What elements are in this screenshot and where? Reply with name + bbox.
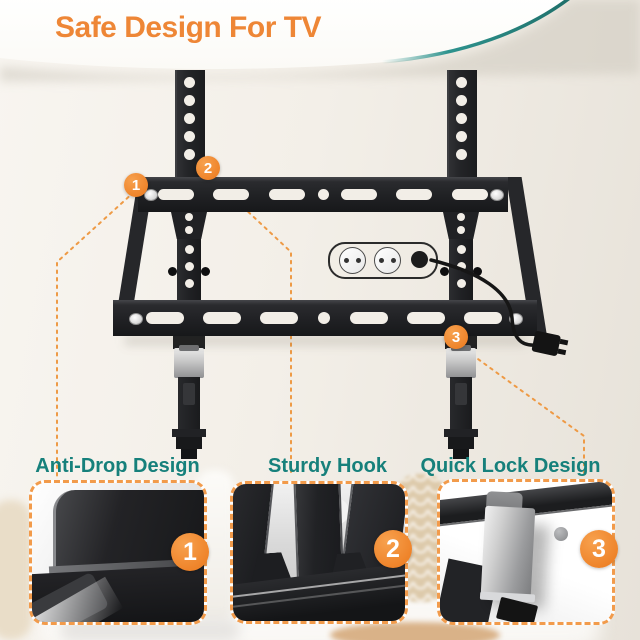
plug-prong: [559, 338, 569, 346]
power-outlet: [328, 242, 438, 279]
mounting-hole: [184, 261, 194, 271]
badge-number: 2: [203, 159, 213, 177]
rail-slot: [396, 188, 432, 200]
screw-dot: [553, 526, 568, 541]
feature-label-quick-lock: Quick Lock Design: [420, 455, 601, 477]
mounting-hole: [183, 94, 195, 106]
anti-drop-foot-left: [181, 449, 197, 459]
socket-round-icon: [411, 251, 428, 268]
mounting-hole: [184, 278, 194, 288]
corner-screw: [490, 189, 504, 201]
mounting-hole: [184, 244, 194, 254]
badge-number: 3: [592, 534, 606, 563]
badge-number: 2: [386, 534, 400, 563]
photo-badge-2: 2: [374, 530, 412, 568]
plug-prong: [557, 348, 567, 356]
mounting-hole: [456, 244, 466, 254]
anti-drop-hook-right: [448, 437, 474, 449]
rail-slot: [269, 188, 305, 200]
callout-badge-1: 1: [124, 173, 148, 197]
feature-label-anti-drop: Anti-Drop Design: [35, 455, 200, 477]
photo-badge-3: 3: [580, 530, 618, 568]
clip-tab: [179, 345, 199, 351]
socket-pin: [344, 258, 349, 263]
socket-pin: [391, 258, 396, 263]
quick-lock-clip-left: [174, 345, 204, 378]
corner-screw: [129, 313, 143, 325]
corner-screw: [509, 313, 523, 325]
rail-slot: [341, 188, 377, 200]
mounting-hole: [455, 148, 467, 160]
table-plate: [330, 622, 500, 640]
mounting-hole: [183, 76, 195, 88]
bracket-arm-right-upper: [447, 70, 477, 180]
mounting-hole: [185, 226, 193, 234]
socket-pin: [379, 258, 384, 263]
anti-drop-hook-left: [176, 437, 202, 449]
rail-slot: [407, 312, 445, 324]
mounting-hole: [183, 148, 195, 160]
callout-badge-2: 2: [196, 156, 220, 180]
rail-slot: [203, 312, 241, 324]
rail-hole: [317, 188, 329, 200]
mounting-hole: [455, 94, 467, 106]
socket-icon: [374, 247, 401, 274]
mounting-hole: [455, 76, 467, 88]
mounting-hole: [457, 226, 465, 234]
rail-slot: [464, 312, 502, 324]
mounting-hole: [183, 130, 195, 142]
pillow-left: [0, 500, 32, 640]
mounting-hole: [185, 213, 193, 221]
badge-number: 1: [131, 176, 141, 194]
bar-panel: [183, 383, 195, 405]
mounting-hole: [457, 213, 465, 221]
plate-shadow: [125, 336, 525, 345]
tilt-knob-right-a: [440, 267, 449, 276]
lock-clip-body: [480, 505, 536, 599]
callout-badge-3: 3: [444, 325, 468, 349]
mounting-hole: [456, 261, 466, 271]
rail-slot: [350, 312, 388, 324]
rail-slot: [146, 312, 184, 324]
badge-number: 3: [451, 328, 461, 346]
rail-slot: [158, 188, 194, 200]
tilt-knob-left-a: [168, 267, 177, 276]
tilt-knob-right-b: [473, 267, 482, 276]
badge-number: 1: [183, 537, 197, 566]
bracket-left-lower-bar: [178, 377, 200, 430]
rail-hole: [318, 312, 330, 324]
rail-highlight: [233, 583, 405, 610]
anti-drop-tab-left: [172, 429, 206, 437]
quick-lock-clip-right: [446, 345, 476, 378]
bar-panel: [455, 383, 467, 405]
corner-screw: [144, 189, 158, 201]
rail-slot: [213, 188, 249, 200]
mounting-hole: [455, 112, 467, 124]
rail-slot: [260, 312, 298, 324]
tilt-knob-left-b: [201, 267, 210, 276]
socket-icon: [339, 247, 366, 274]
feature-label-sturdy-hook: Sturdy Hook: [268, 455, 387, 477]
photo-badge-1: 1: [171, 533, 209, 571]
bracket-right-lower-bar: [450, 377, 472, 430]
mounting-hole: [456, 278, 466, 288]
rail-slot: [452, 188, 488, 200]
socket-pin: [356, 258, 361, 263]
mounting-hole: [183, 112, 195, 124]
anti-drop-tab-right: [444, 429, 478, 437]
mounting-hole: [455, 130, 467, 142]
